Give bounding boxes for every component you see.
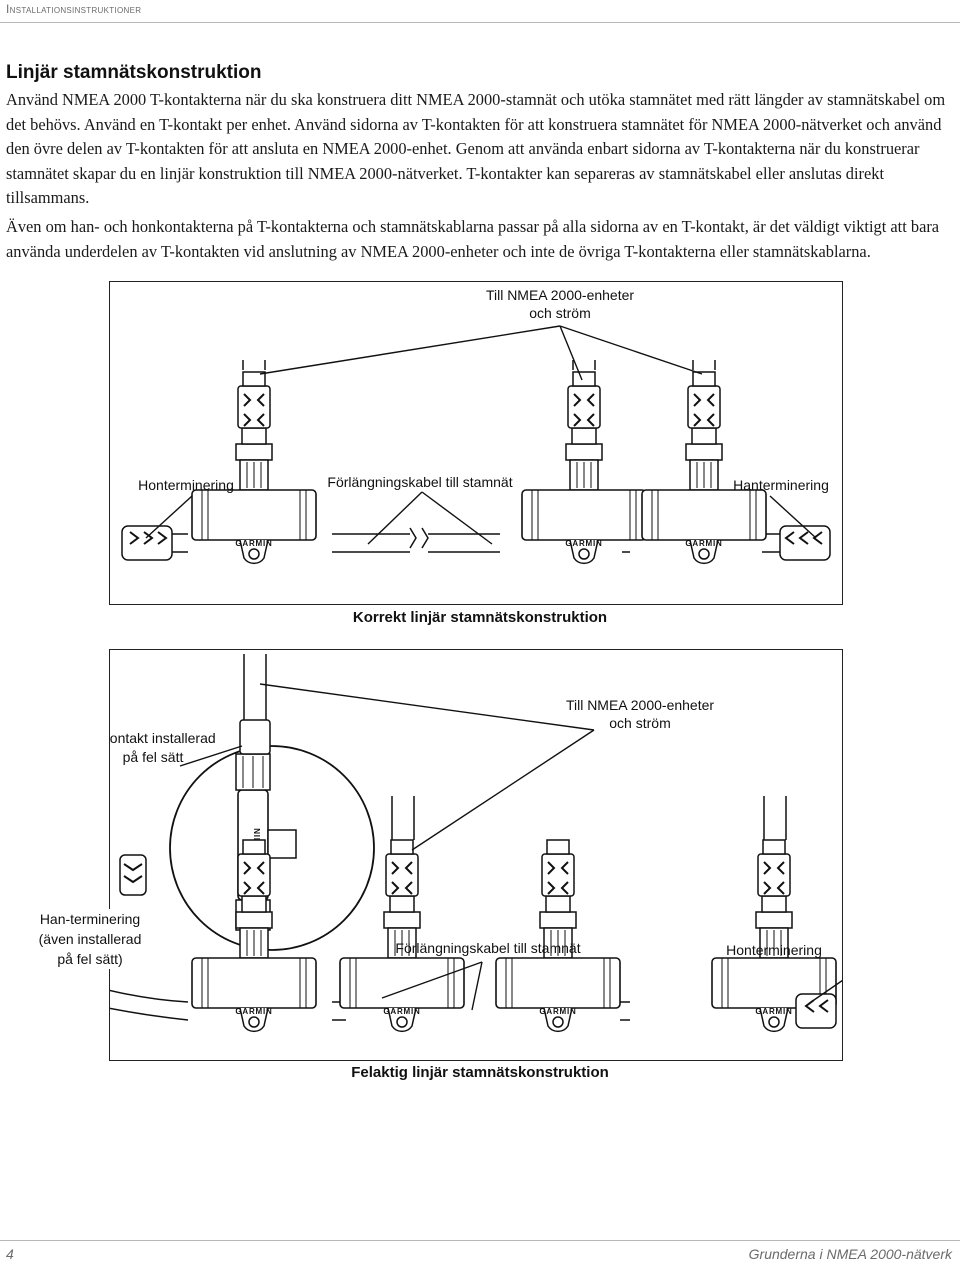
right-terminator bbox=[779, 525, 831, 561]
figure-caption-incorrect: Felaktig linjär stamnätskonstruktion bbox=[351, 1064, 609, 1081]
label-right-terminator: Honterminering bbox=[726, 942, 822, 958]
tee-connector-3 bbox=[641, 371, 767, 565]
label-wrong-tee-line1: T-kontakt installerad bbox=[110, 730, 216, 746]
device-drop-cables bbox=[242, 360, 716, 370]
leader-lines bbox=[179, 683, 842, 1011]
male-terminator-label: Han-terminering (även installerad på fel… bbox=[30, 909, 150, 969]
label-to-devices-line2: och ström bbox=[609, 715, 670, 731]
header-rule bbox=[0, 22, 960, 23]
footer-rule bbox=[0, 1240, 960, 1241]
left-terminator bbox=[121, 525, 173, 561]
label-extension-cable: Förlängningskabel till stamnät bbox=[327, 474, 512, 490]
figure-caption-correct: Korrekt linjär stamnätskonstruktion bbox=[352, 609, 608, 626]
body-paragraph-2: Även om han- och honkontakterna på T-kon… bbox=[6, 217, 940, 261]
correct-backbone-svg: GARMIN GARMIN GARMIN Till NMEA 2000-enhe… bbox=[121, 287, 831, 565]
page-number: 4 bbox=[6, 1246, 14, 1262]
label-to-devices-line2: och ström bbox=[529, 305, 590, 321]
correct-backbone-diagram: GARMIN GARMIN GARMIN Till NMEA 2000-enhe… bbox=[109, 281, 843, 605]
brand-text-2: GARMIN bbox=[383, 1007, 420, 1016]
running-header: Installationsinstruktioner bbox=[6, 2, 142, 16]
incorrect-backbone-svg: GARMIN GARMIN GARMIN GARMIN GARMIN bbox=[110, 654, 842, 1033]
tee-connector-2 bbox=[521, 371, 647, 565]
brand-text-3: GARMIN bbox=[685, 539, 722, 548]
device-drop-cables bbox=[243, 654, 787, 840]
right-terminator bbox=[795, 993, 837, 1029]
male-term-line1: Han-terminering bbox=[39, 911, 141, 927]
brand-text-1: GARMIN bbox=[235, 539, 272, 548]
label-wrong-tee-line2: på fel sätt bbox=[123, 749, 184, 765]
label-extension-cable: Förlängningskabel till stamnät bbox=[395, 940, 580, 956]
label-left-terminator: Honterminering bbox=[138, 477, 234, 493]
male-term-line2: (även installerad bbox=[38, 931, 142, 947]
footer-document-title: Grunderna i NMEA 2000-nätverk bbox=[748, 1246, 952, 1262]
body-paragraph-1: Använd NMEA 2000 T-kontakterna när du sk… bbox=[6, 90, 946, 207]
tee-connector-1 bbox=[191, 371, 317, 565]
label-to-devices-line1: Till NMEA 2000-enheter bbox=[486, 287, 634, 303]
male-terminator bbox=[119, 854, 147, 896]
leader-lines bbox=[145, 325, 817, 545]
label-right-terminator: Hanterminering bbox=[733, 477, 829, 493]
male-term-line3: på fel sätt) bbox=[57, 951, 123, 967]
brand-text-1: GARMIN bbox=[235, 1007, 272, 1016]
brand-text-2: GARMIN bbox=[565, 539, 602, 548]
section-title: Linjär stamnätskonstruktion bbox=[6, 62, 262, 83]
label-to-devices-line1: Till NMEA 2000-enheter bbox=[566, 697, 714, 713]
tee-connector-3 bbox=[495, 839, 621, 1033]
brand-text-4: GARMIN bbox=[755, 1007, 792, 1016]
backbone-cable bbox=[110, 989, 630, 1021]
brand-text-3: GARMIN bbox=[539, 1007, 576, 1016]
incorrect-backbone-diagram: GARMIN GARMIN GARMIN GARMIN GARMIN bbox=[109, 649, 843, 1061]
